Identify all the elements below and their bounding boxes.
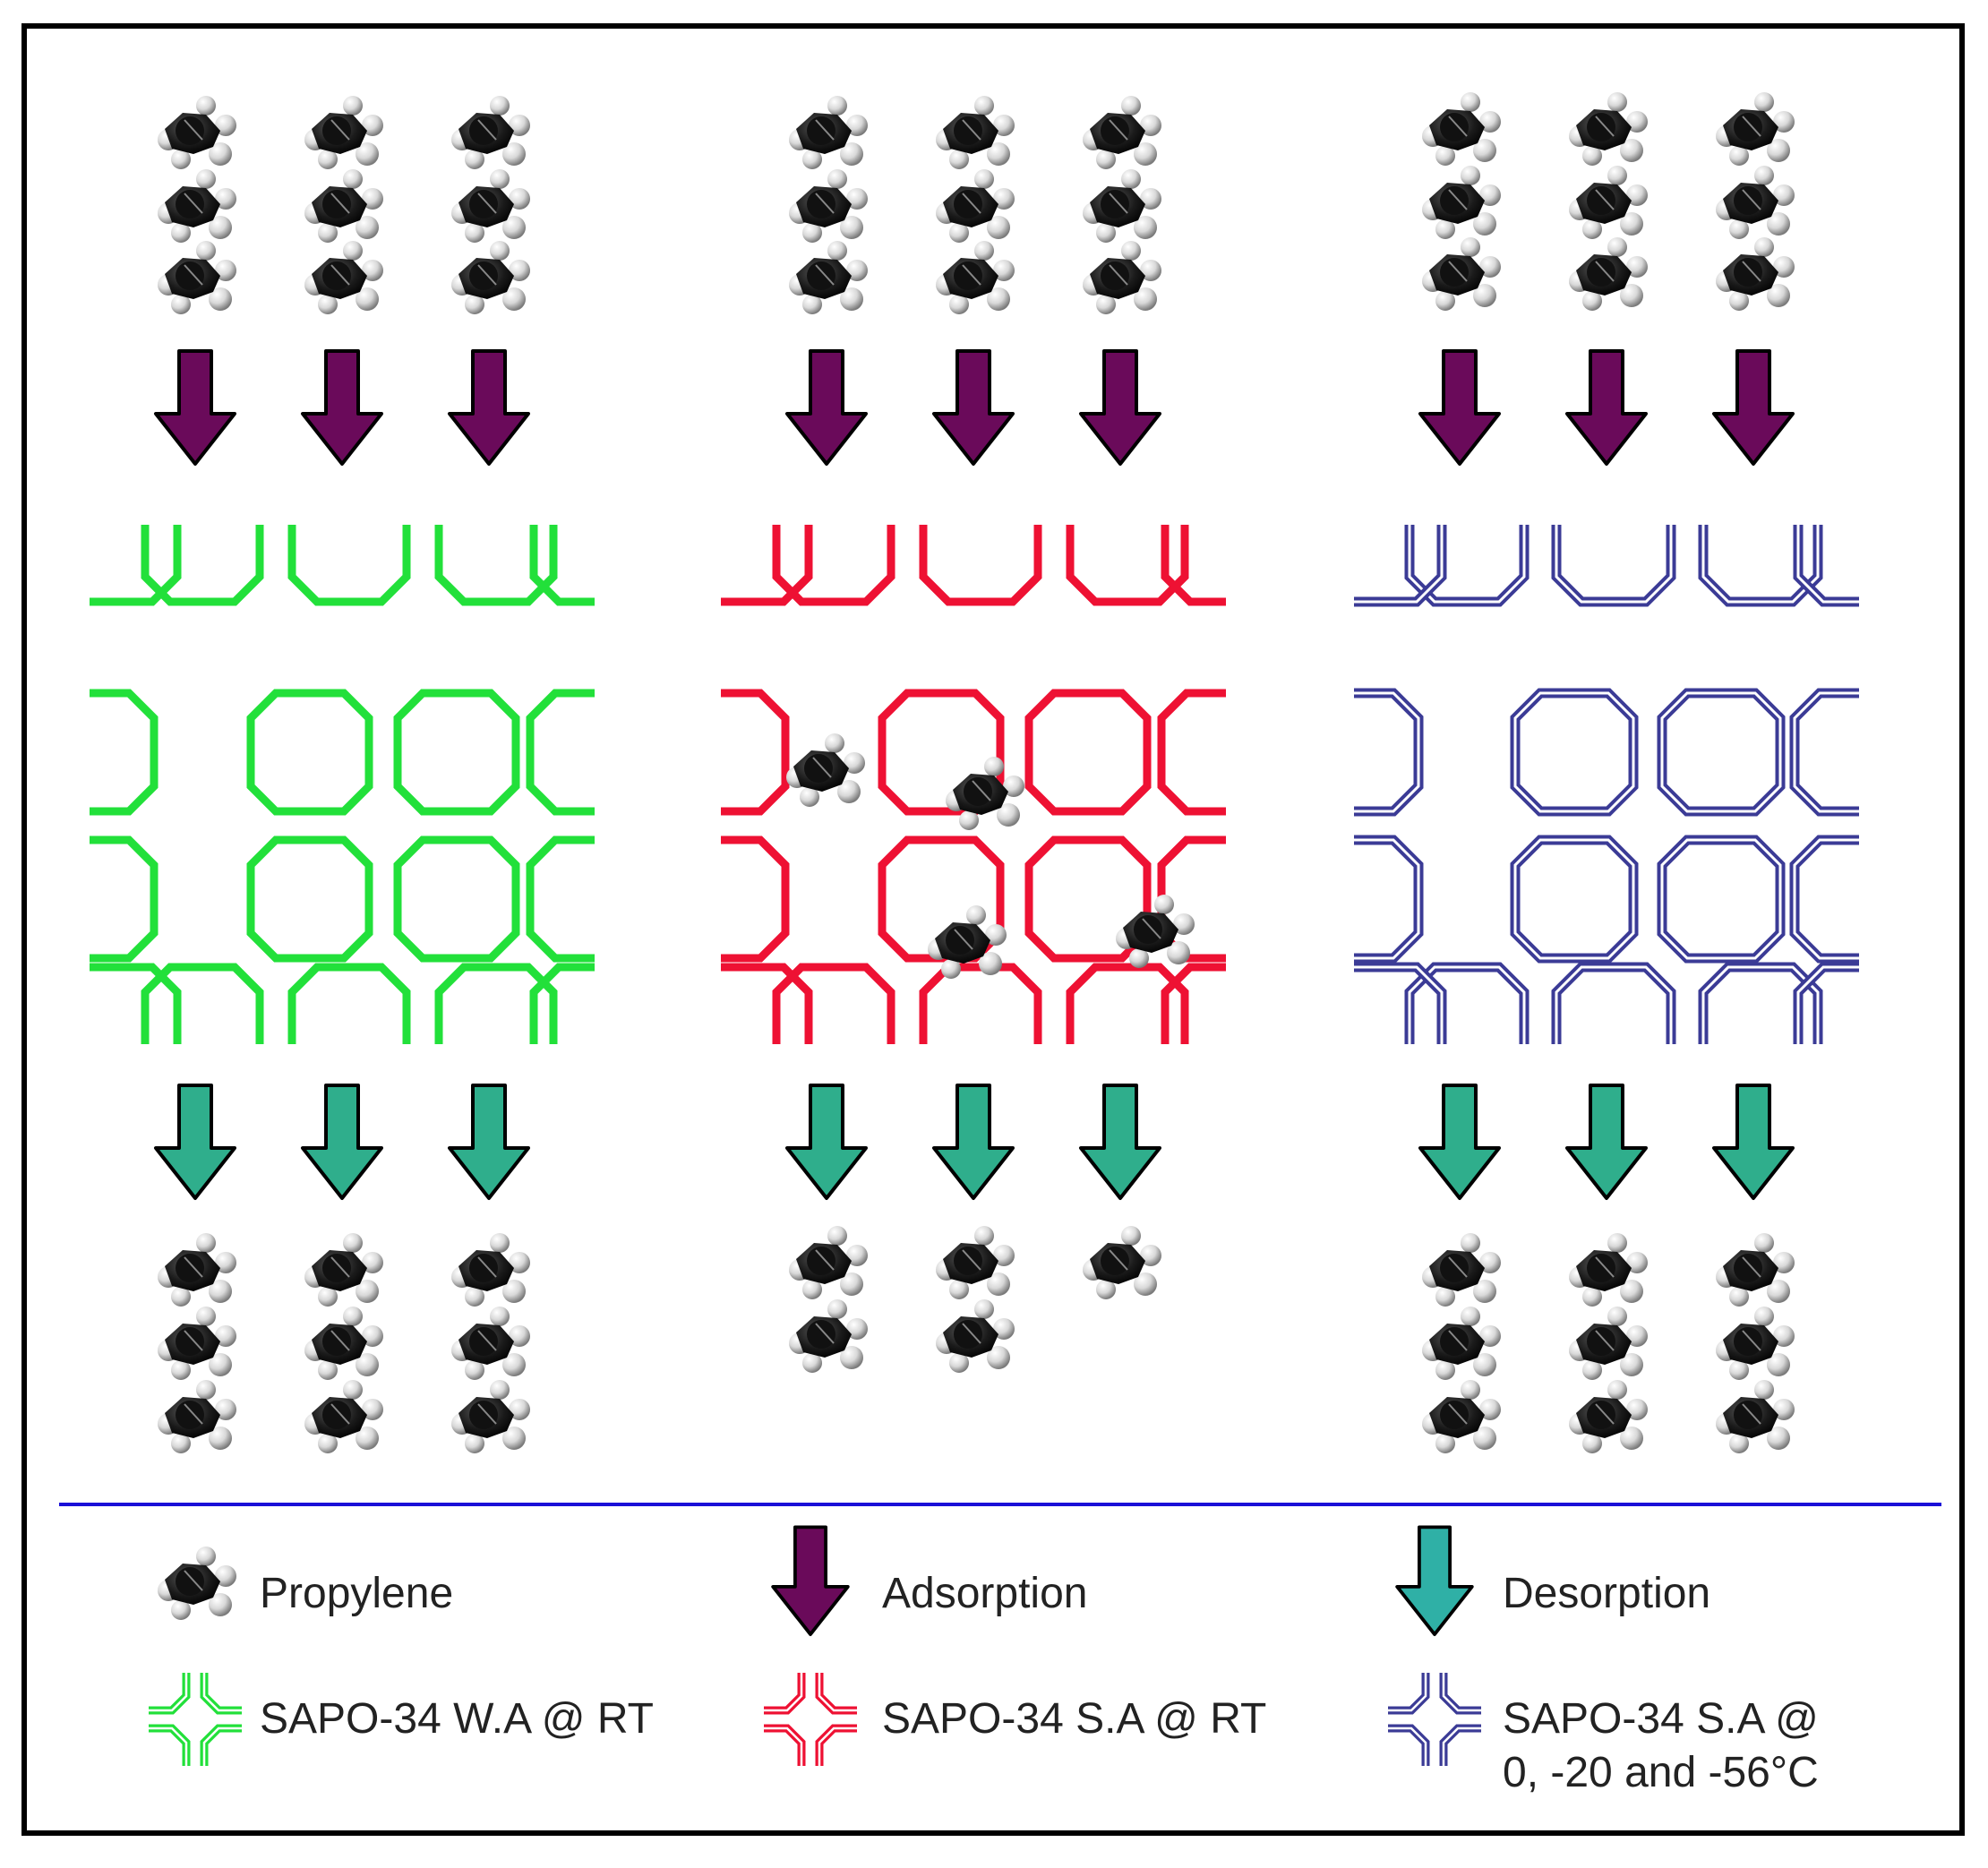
adsorption-arrow: [448, 349, 530, 466]
propylene-molecule: [1082, 168, 1162, 244]
desorbed-propylene-molecule: [1421, 1232, 1502, 1307]
desorbed-propylene-molecule: [304, 1232, 384, 1307]
desorption-arrow: [785, 1084, 868, 1200]
propylene-molecule: [450, 240, 531, 315]
propylene-molecule: [1715, 236, 1795, 312]
propylene-molecule: [450, 95, 531, 170]
panel-wa-rt: [90, 95, 595, 1454]
legend-sa-rt-framework-icon: [764, 1673, 857, 1766]
adsorption-arrow: [1712, 349, 1795, 466]
desorbed-propylene-molecule: [450, 1379, 531, 1454]
adsorption-arrow: [1418, 349, 1501, 466]
propylene-molecule: [1715, 165, 1795, 240]
propylene-molecule: [1568, 165, 1649, 240]
desorbed-propylene-molecule: [450, 1306, 531, 1381]
propylene-molecule: [1421, 236, 1502, 312]
propylene-molecule: [1568, 236, 1649, 312]
propylene-molecule: [304, 95, 384, 170]
desorption-arrow: [1712, 1084, 1795, 1200]
propylene-molecule: [157, 240, 237, 315]
desorbed-propylene-molecule: [304, 1379, 384, 1454]
propylene-molecule: [157, 168, 237, 244]
desorption-arrow: [932, 1084, 1015, 1200]
legend-propylene-label: Propylene: [260, 1570, 454, 1617]
propylene-molecule: [788, 168, 869, 244]
legend-desorption-label: Desorption: [1503, 1570, 1711, 1617]
desorbed-propylene-molecule: [1568, 1232, 1649, 1307]
propylene-molecule: [1421, 165, 1502, 240]
legend-adsorption-arrow-icon: [771, 1525, 850, 1636]
panel-sa-low: [1354, 91, 1859, 1454]
desorbed-propylene-molecule: [935, 1225, 1015, 1300]
propylene-molecule: [788, 240, 869, 315]
desorbed-propylene-molecule: [157, 1232, 237, 1307]
desorbed-propylene-molecule: [1421, 1379, 1502, 1454]
propylene-molecule: [304, 240, 384, 315]
legend-wa-rt-framework-icon: [149, 1673, 242, 1766]
sapo34-framework-wa-rt: [90, 525, 595, 1044]
desorbed-propylene-molecule: [1568, 1306, 1649, 1381]
propylene-molecule: [1421, 91, 1502, 167]
propylene-molecule: [450, 168, 531, 244]
propylene-molecule: [935, 95, 1015, 170]
desorbed-propylene-molecule: [157, 1306, 237, 1381]
legend-sa-rt-label: SAPO-34 S.A @ RT: [882, 1695, 1267, 1743]
sapo34-framework-sa-low: [1354, 525, 1859, 1044]
desorbed-propylene-molecule: [935, 1298, 1015, 1374]
propylene-molecule: [304, 168, 384, 244]
legend-sa-low-framework-icon: [1388, 1673, 1481, 1766]
desorption-arrow: [448, 1084, 530, 1200]
desorbed-propylene-molecule: [1082, 1225, 1162, 1300]
desorbed-propylene-molecule: [788, 1298, 869, 1374]
propylene-molecule: [1715, 91, 1795, 167]
desorption-arrow: [154, 1084, 236, 1200]
legend-wa-rt-label: SAPO-34 W.A @ RT: [260, 1695, 654, 1743]
propylene-molecule: [1568, 91, 1649, 167]
legend-sa-low-label: SAPO-34 S.A @ 0, -20 and -56°C: [1503, 1692, 1819, 1800]
desorbed-propylene-molecule: [1421, 1306, 1502, 1381]
desorbed-propylene-molecule: [157, 1379, 237, 1454]
adsorption-arrow: [154, 349, 236, 466]
legend-sa-low-line1: SAPO-34 S.A @: [1503, 1695, 1819, 1743]
propylene-molecule: [1082, 95, 1162, 170]
adsorption-arrow: [932, 349, 1015, 466]
legend-adsorption-label: Adsorption: [882, 1570, 1088, 1617]
desorbed-propylene-molecule: [788, 1225, 869, 1300]
desorption-arrow: [301, 1084, 383, 1200]
adsorption-arrow: [785, 349, 868, 466]
panel-sa-rt: [721, 95, 1226, 1374]
adsorbed-propylene-molecule: [945, 756, 1025, 831]
desorbed-propylene-molecule: [304, 1306, 384, 1381]
legend-desorption-arrow-icon: [1395, 1525, 1474, 1636]
desorbed-propylene-molecule: [1715, 1379, 1795, 1454]
propylene-molecule: [935, 168, 1015, 244]
adsorption-arrow: [1079, 349, 1161, 466]
desorption-arrow: [1079, 1084, 1161, 1200]
desorbed-propylene-molecule: [1715, 1306, 1795, 1381]
propylene-molecule: [935, 240, 1015, 315]
desorption-arrow: [1418, 1084, 1501, 1200]
propylene-molecule: [788, 95, 869, 170]
propylene-molecule: [157, 95, 237, 170]
legend-propylene-icon: [157, 1546, 237, 1621]
desorption-arrow: [1565, 1084, 1648, 1200]
adsorption-arrow: [301, 349, 383, 466]
desorbed-propylene-molecule: [1715, 1232, 1795, 1307]
propylene-molecule: [1082, 240, 1162, 315]
adsorption-arrow: [1565, 349, 1648, 466]
adsorbed-propylene-molecule: [785, 733, 866, 808]
desorbed-propylene-molecule: [450, 1232, 531, 1307]
desorbed-propylene-molecule: [1568, 1379, 1649, 1454]
legend-sa-low-line2: 0, -20 and -56°C: [1503, 1749, 1819, 1796]
